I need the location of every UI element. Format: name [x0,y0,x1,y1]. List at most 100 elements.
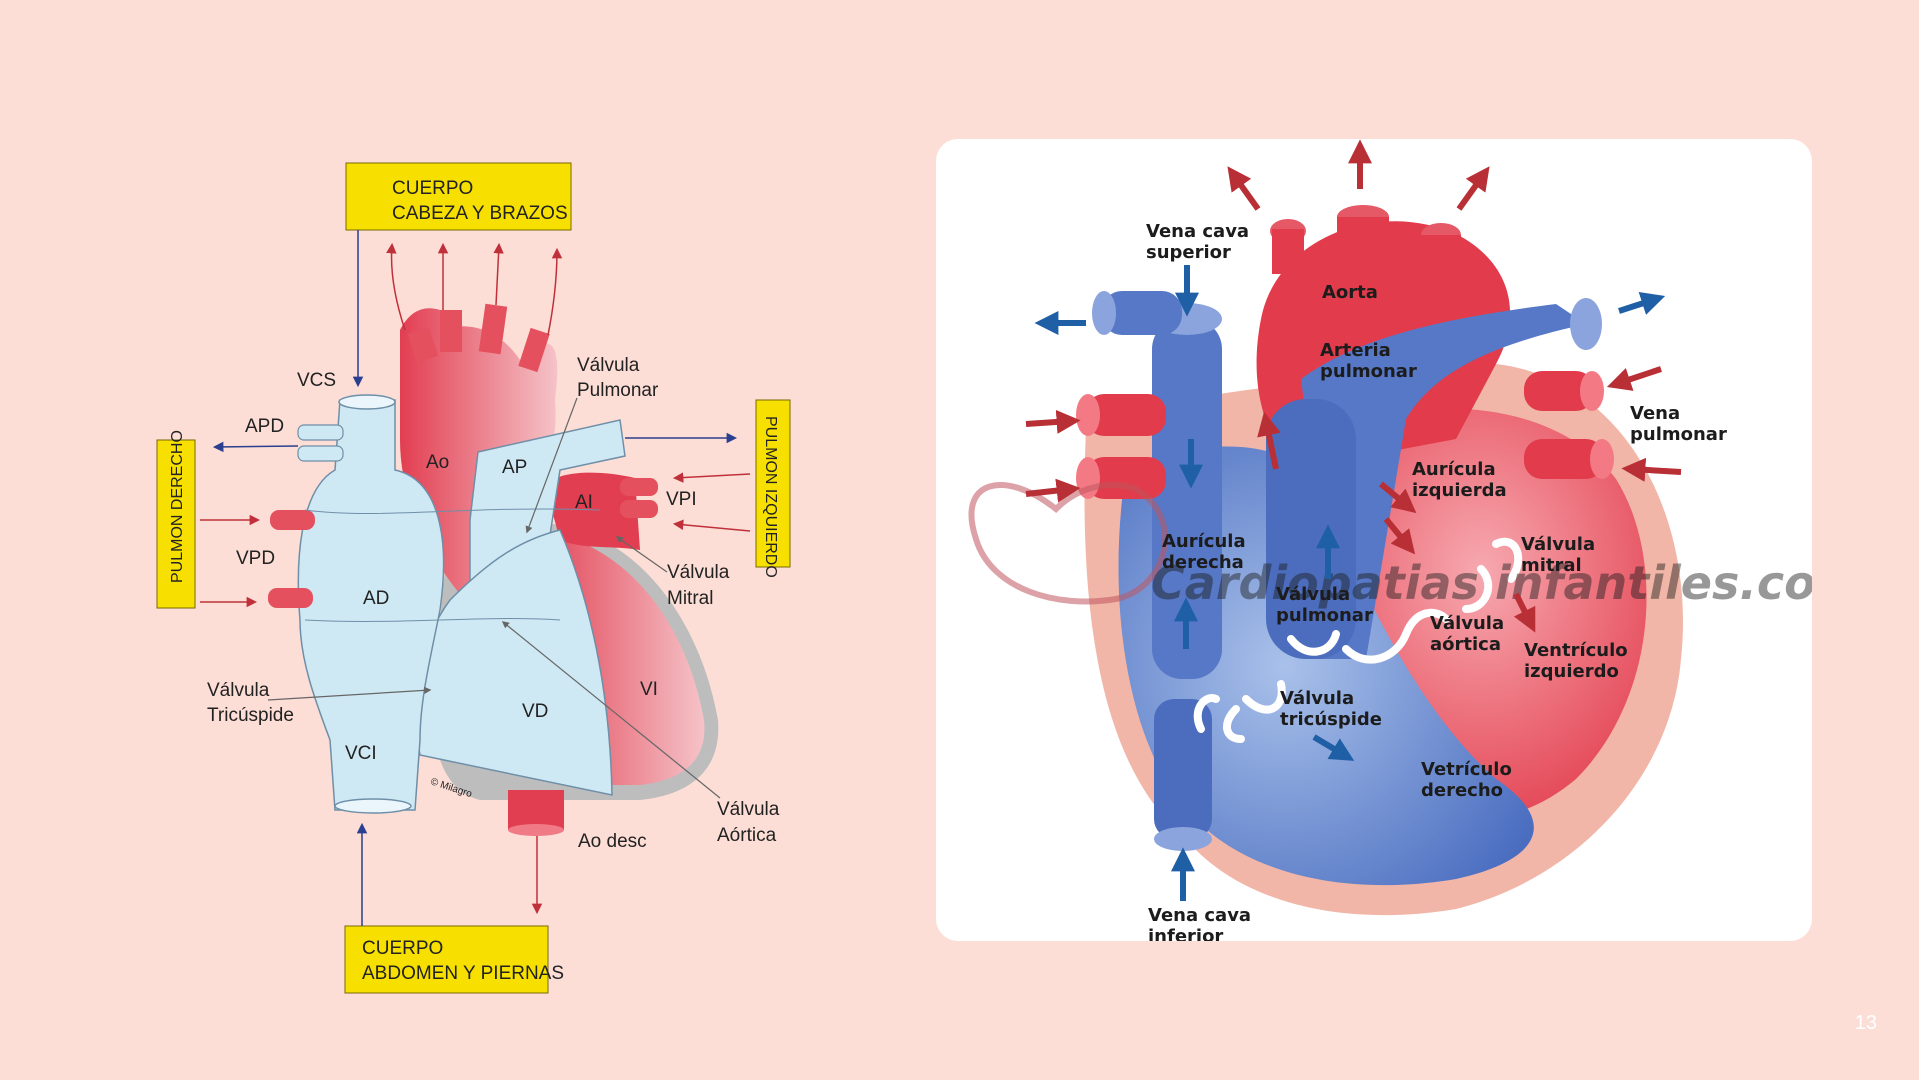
valve-tricuspide [1193,680,1286,743]
vena-cava-inferior [1154,699,1212,839]
vpi-bottom [620,500,658,518]
label-valvula-pulmonar-2: pulmonar [1276,605,1373,626]
pointer-valvula-pulmonar [525,397,578,534]
vena-pulmonar-right-bottom-opening [1590,439,1614,479]
label-vena-cava-inferior-1: Vena cava [1148,905,1251,926]
box-top-line1: CUERPO [392,178,473,199]
aorta-branch-1 [407,327,439,363]
pointer-valvula-mitral [615,536,668,573]
label-valvula-aortica-2: Aórtica [717,825,777,846]
label-valvula-mitral-2: Mitral [667,588,713,609]
valve-aortica [1342,608,1450,664]
vena-cava-inferior-opening [1154,827,1212,851]
arrow-aorta-left [1227,166,1261,211]
label-vena-cava-superior-2: superior [1146,242,1231,263]
aorta-branch-left-tube [1272,229,1304,274]
box-bottom-line2: ABDOMEN Y PIERNAS [362,963,564,984]
box-left [156,439,196,609]
descending-aorta-opening [508,824,564,836]
aorta-branch-right-tube [1421,235,1461,280]
arrow-aorta-down [1257,411,1281,470]
vena-pulmonar-right-top-opening [1580,371,1604,411]
right-atrium [297,399,445,811]
label-auricula-izquierda-2: izquierda [1412,480,1507,501]
label-arteria-pulmonar-1: Arteria [1320,340,1391,361]
arteria-pulmonar [1301,304,1586,659]
label-ao-desc: Ao desc [578,831,647,852]
box-top [345,162,572,231]
vena-pulmonar-left-top [1086,394,1166,436]
label-valvula-mitral-2: mitral [1521,555,1582,576]
vcs-opening [338,394,396,410]
vena-cava-superior [1152,319,1222,679]
arteria-pulmonar-opening [1570,298,1602,350]
arrow-vpi-top [672,472,751,483]
label-ad: AD [363,588,389,609]
right-chambers [1118,446,1534,886]
label-valvula-mitral-1: Válvula [667,562,730,583]
page-number: 13 [1854,1012,1877,1034]
pointer-valvula-aortica [501,621,721,799]
apd-branch-top [297,424,344,441]
arrow-vp-right-top [1606,366,1662,391]
label-apd: APD [245,416,284,437]
arrow-ap-right [1618,292,1666,315]
label-valvula-mitral-1: Válvula [1521,534,1595,555]
vci-opening [334,798,412,814]
label-vena-cava-superior-1: Vena cava [1146,221,1249,242]
label-vena-pulmonar-1: Vena [1630,403,1680,424]
arrow-aorta-right [1456,166,1490,211]
label-vi: VI [640,679,658,700]
label-valvula-aortica-1: Válvula [1430,613,1504,634]
aorta-branch-4 [518,327,550,373]
vpd-top [270,510,315,530]
label-vci: VCI [345,743,377,764]
label-ventriculo-izquierdo-2: izquierdo [1524,661,1619,682]
arrow-ai-1 [1379,481,1417,514]
aorta-branch-mid-tube [1337,217,1389,262]
arrow-vp-left-top [1025,409,1081,434]
label-arteria-pulmonar-2: pulmonar [1320,361,1417,382]
arteria-pulmonar-trunk [1266,399,1356,659]
label-valvula-tricuspide-1: Válvula [1280,688,1354,709]
label-auricula-izquierda-1: Aurícula [1412,459,1496,480]
box-bottom [344,925,549,994]
label-vetriculo-derecho-2: derecho [1421,780,1503,801]
arrow-mitral [1513,592,1536,633]
valve-pulmonar [1287,630,1340,656]
label-auricula-derecha-2: derecha [1162,552,1244,573]
box-bottom-line1: CUERPO [362,938,443,959]
vena-cava-left-branch [1102,291,1182,335]
valve-mitral [1462,537,1523,613]
arrow-vp-left-bottom [1025,478,1081,503]
arrow-ai-2 [1383,517,1416,555]
arrow-up-4 [547,247,563,336]
label-ap: AP [502,457,527,478]
vena-pulmonar-left-top-opening [1076,394,1100,436]
box-right [755,399,791,568]
label-valvula-aortica-1: Válvula [717,799,780,820]
aorta-branch-3 [478,303,508,355]
watermark-heart [968,482,1168,605]
label-valvula-tricuspide-2: Tricúspide [207,705,294,726]
left-atrium [545,472,640,550]
arrow-apd [212,441,299,453]
box-top-line2: CABEZA Y BRAZOS [392,203,568,224]
right-heart-card: Cardiopatias infantiles.com.ar Vena c [936,139,1812,941]
aorta-branch-2 [440,310,462,352]
label-valvula-tricuspide-1: Válvula [207,680,270,701]
label-valvula-tricuspide-2: tricúspide [1280,709,1382,730]
label-valvula-pulmonar-2: Pulmonar [577,380,659,401]
arrow-vpi-bottom [672,519,751,532]
label-vena-pulmonar-2: pulmonar [1630,424,1727,445]
label-aorta: Aorta [1322,282,1378,303]
label-valvula-pulmonar-1: Válvula [1276,584,1350,605]
label-valvula-aortica-2: aórtica [1430,634,1501,655]
vena-pulmonar-left-bottom [1086,457,1166,499]
watermark-text: Cardiopatias infantiles.com.ar [1151,556,1812,610]
vpi-top [620,478,658,496]
label-vpi: VPI [666,489,697,510]
apd-branch-bottom [297,445,344,462]
label-vcs: VCS [297,370,336,391]
